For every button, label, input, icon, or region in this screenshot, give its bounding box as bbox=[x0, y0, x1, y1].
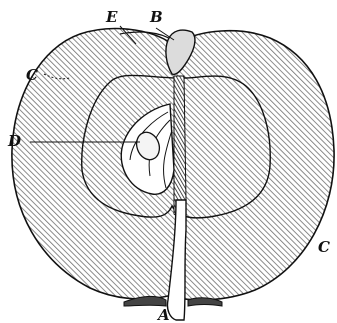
label-D: D bbox=[7, 132, 21, 150]
label-A: A bbox=[156, 306, 170, 323]
label-C-left: C bbox=[26, 66, 38, 84]
core-shadow bbox=[174, 76, 186, 215]
label-B: B bbox=[149, 8, 163, 26]
label-E: E bbox=[105, 8, 118, 26]
label-C-right: C bbox=[318, 238, 330, 256]
